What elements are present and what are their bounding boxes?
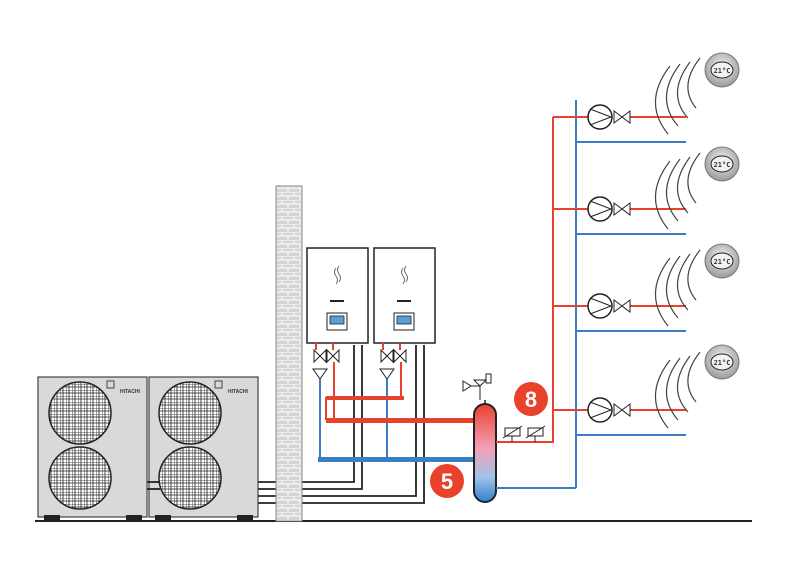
fan-grille: [48, 381, 112, 445]
control-display: [396, 315, 412, 325]
wireless-signal-icon: [654, 249, 701, 327]
thermostat-4: 21°C: [654, 344, 740, 429]
brand-label: HITACHI: [228, 389, 249, 395]
outdoor-unit-1: HITACHI: [37, 376, 148, 521]
heating-circuit-1: [553, 104, 686, 143]
cold-header: [318, 457, 474, 462]
motorized-valves: [502, 425, 546, 442]
hot-main-pipe: [326, 396, 404, 400]
pump-icon: [587, 196, 613, 222]
indoor-valves: [312, 348, 407, 380]
wireless-signal-icon: [654, 351, 701, 429]
hot-header: [326, 418, 476, 423]
thermostat-reading: 21°C: [714, 258, 731, 266]
badge-number: 5: [441, 469, 453, 494]
pump-icon: [587, 104, 613, 130]
heating-circuit-4: [553, 397, 686, 436]
pump-icon: [587, 397, 613, 423]
outdoor-unit-2: HITACHI: [148, 376, 259, 521]
brick-wall: [275, 185, 303, 522]
thermostat-reading: 21°C: [714, 359, 731, 367]
pump-icon: [587, 293, 613, 319]
badge-number: 8: [525, 387, 537, 412]
indoor-unit-1: [306, 247, 369, 344]
thermostat-reading: 21°C: [714, 67, 731, 75]
badge-hot-supply: 8: [514, 382, 548, 416]
thermostat-reading: 21°C: [714, 161, 731, 169]
thermostat-1: 21°C: [654, 52, 740, 135]
badge-cold-return: 5: [430, 464, 464, 498]
thermostat-3: 21°C: [654, 243, 740, 327]
check-valve-icon: [613, 403, 631, 417]
wireless-signal-icon: [654, 152, 701, 230]
check-valve-icon: [613, 299, 631, 313]
brand-label: HITACHI: [120, 389, 141, 395]
safety-valve: [462, 373, 492, 400]
buffer-tank: [473, 400, 497, 503]
fan-grille: [158, 381, 222, 445]
wireless-signal-icon: [654, 57, 701, 135]
control-display: [329, 315, 345, 325]
indoor-unit-2: [373, 247, 436, 344]
check-valve-icon: [613, 202, 631, 216]
heating-circuit-2: [553, 196, 686, 235]
thermostat-2: 21°C: [654, 146, 740, 230]
heating-circuit-3: [553, 293, 686, 332]
hot-supply-line: [496, 423, 554, 443]
fan-grille: [158, 446, 222, 510]
check-valve-icon: [613, 110, 631, 124]
fan-grille: [48, 446, 112, 510]
